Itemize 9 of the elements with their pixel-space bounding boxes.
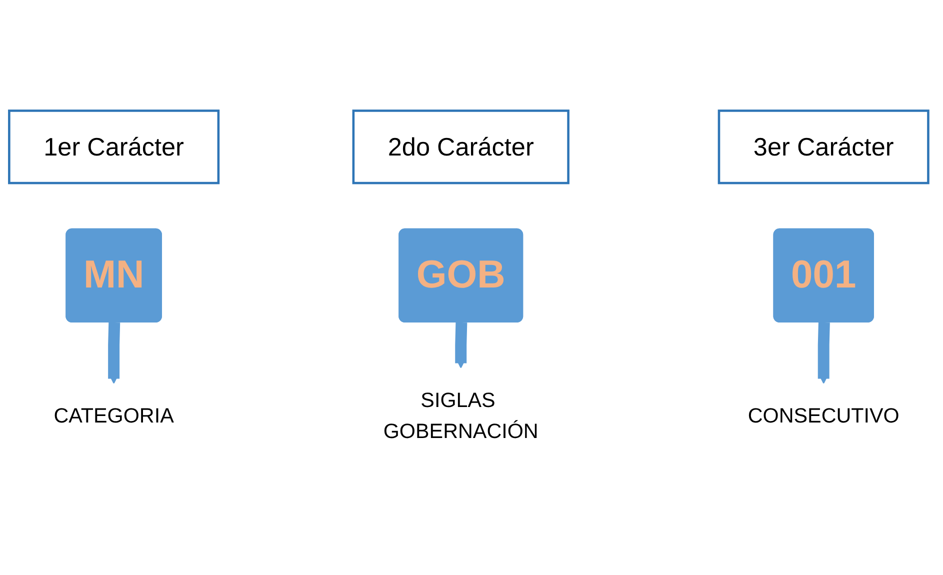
arrow: [108, 322, 120, 384]
arrow: [818, 322, 830, 384]
node-box: [352, 110, 570, 184]
node-text: CONSECUTIVO: [748, 404, 900, 427]
node-box: [718, 110, 930, 184]
node-box: [8, 110, 220, 184]
node-text: CATEGORIA: [54, 404, 174, 427]
arrow: [455, 322, 468, 368]
node-text: SIGLAS GOBERNACIÓN: [383, 388, 538, 442]
